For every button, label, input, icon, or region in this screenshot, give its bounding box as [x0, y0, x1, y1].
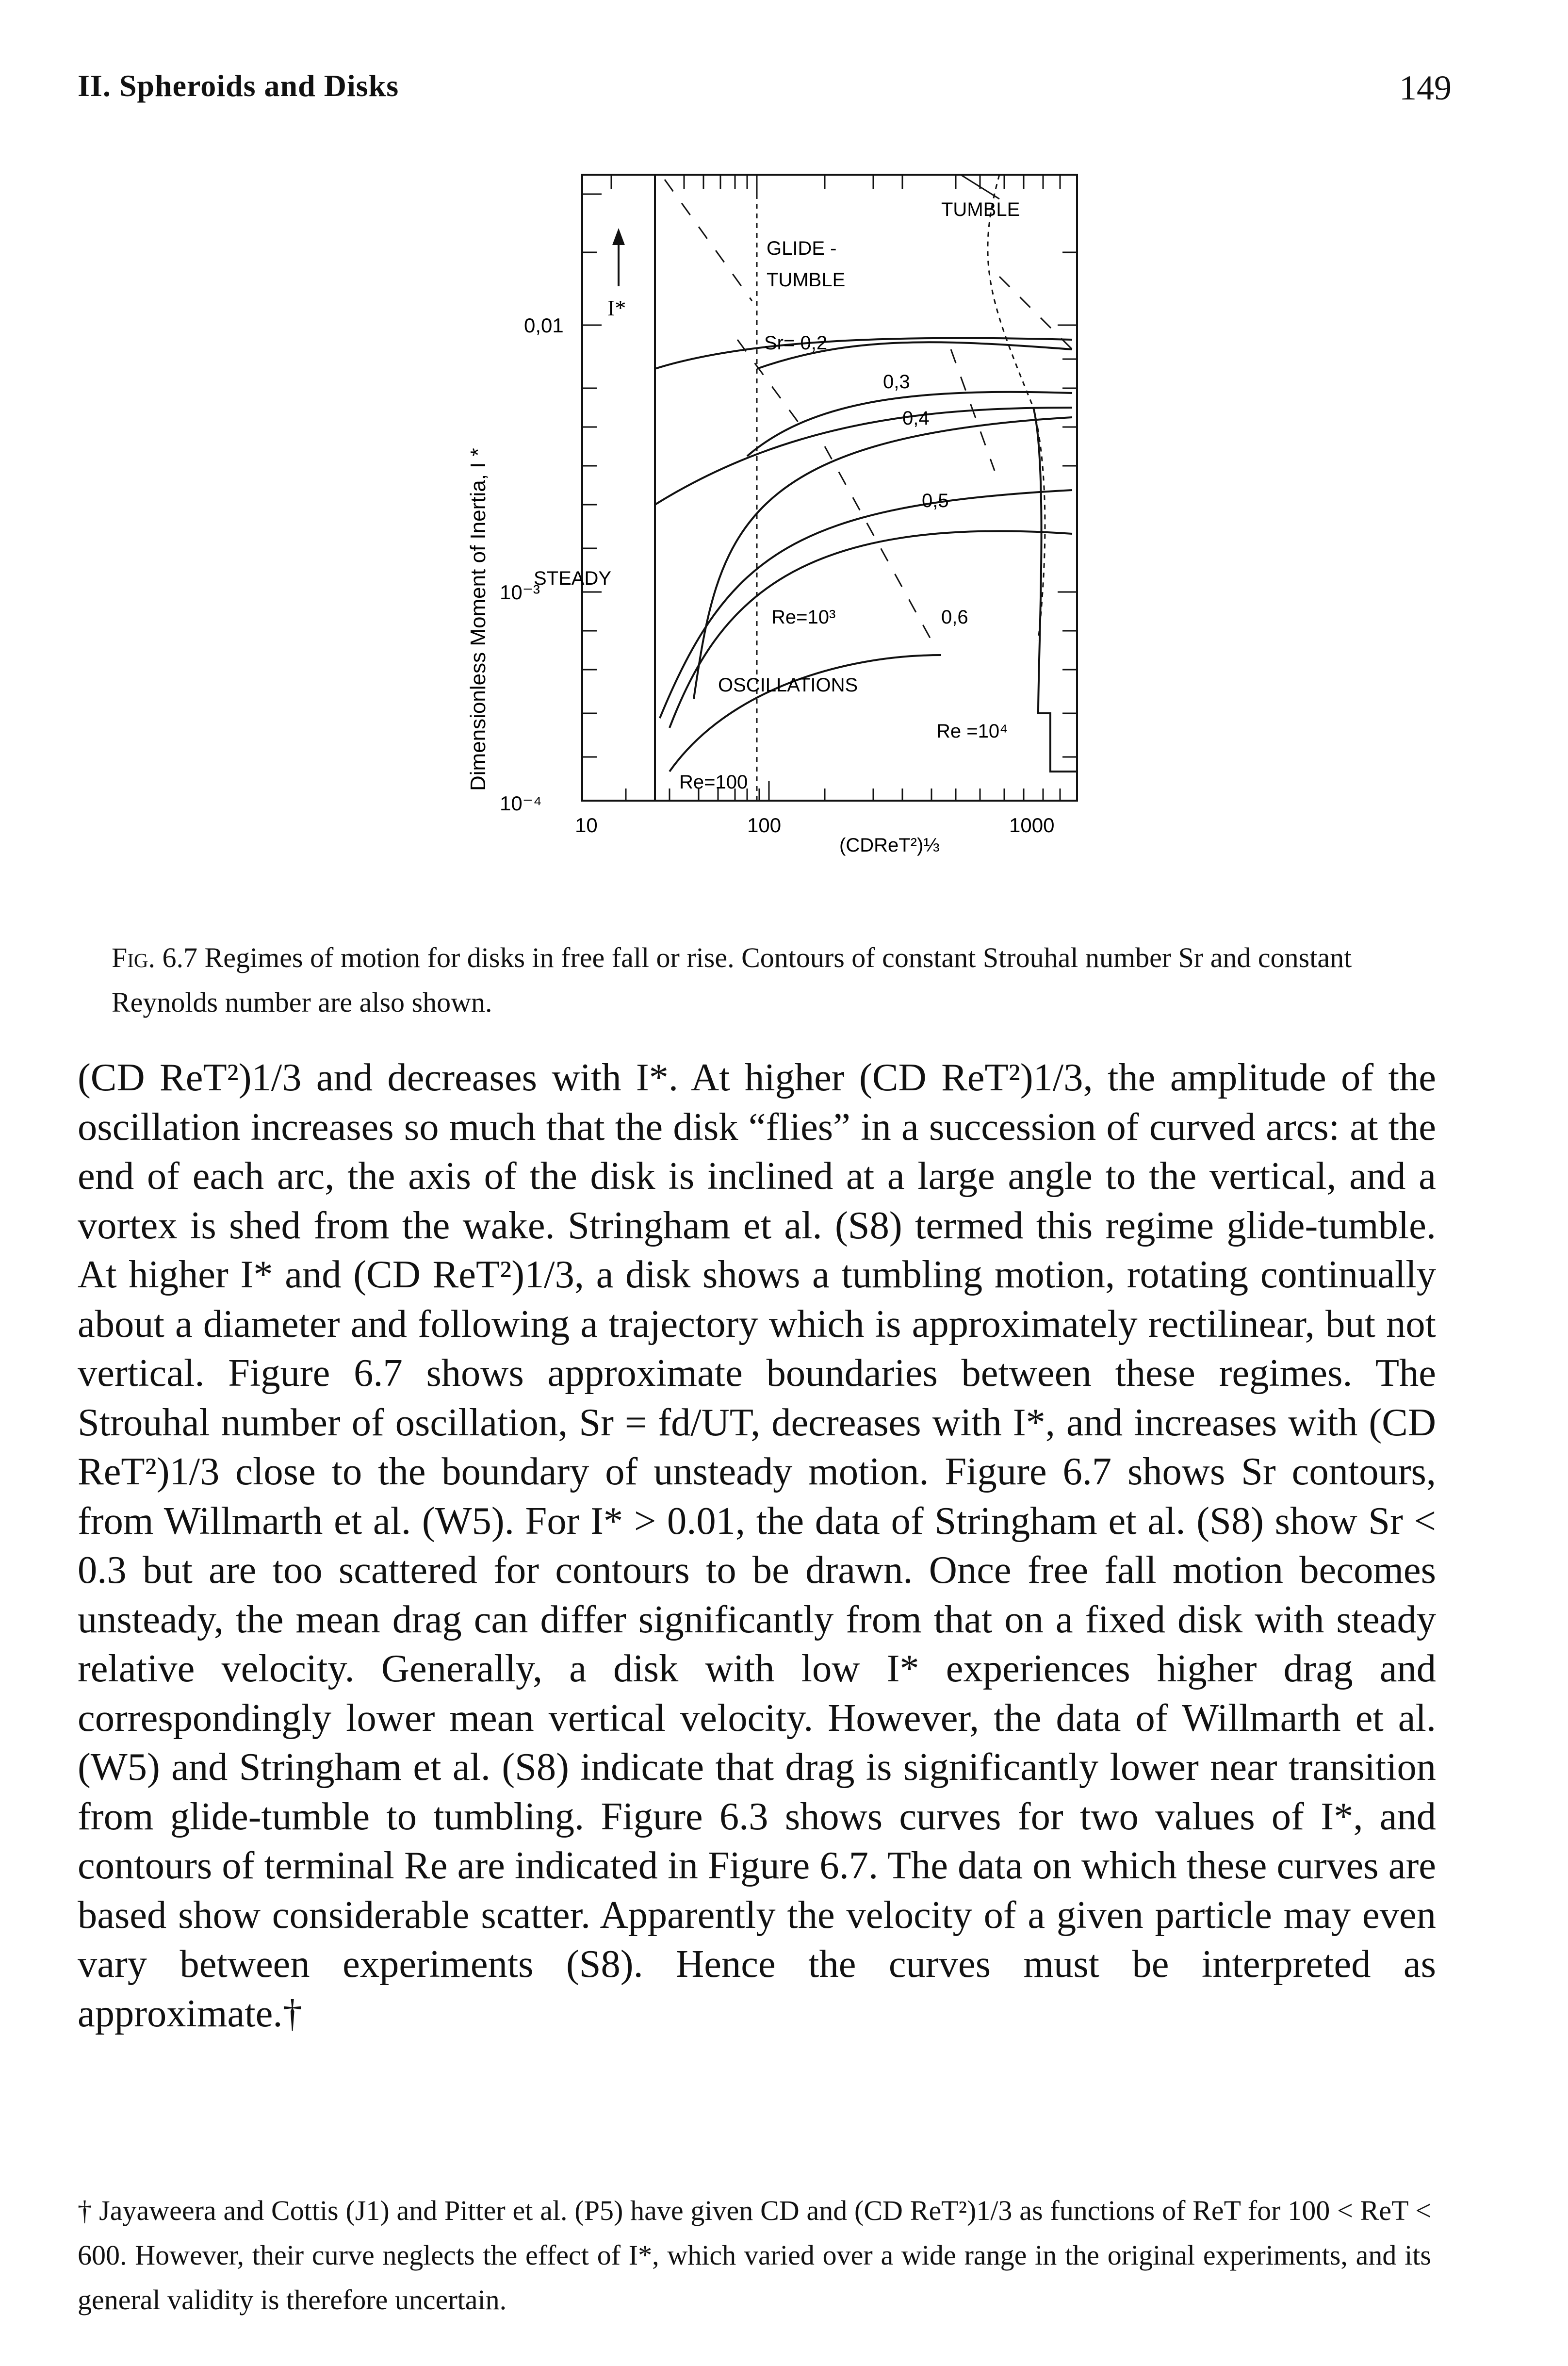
- page-number: 149: [1399, 68, 1452, 107]
- label-re-10000: Re =10⁴: [936, 721, 1008, 742]
- label-re-1000: Re=10³: [771, 607, 835, 628]
- footnote: † Jayaweera and Cottis (J1) and Pitter e…: [78, 2195, 1431, 2316]
- x-tick-1000: 1000: [1009, 814, 1054, 837]
- running-header: II. Spheroids and Disks 149: [78, 68, 1452, 126]
- label-sr-03: 0,3: [883, 371, 910, 393]
- x-axis-title: (CDReT²)⅓: [839, 835, 940, 856]
- plot-frame: [581, 174, 1078, 802]
- y-ticks: [582, 175, 1077, 801]
- body-paragraph: (CD ReT²)1/3 and decreases with I*. At h…: [78, 1056, 1436, 2035]
- figure-caption: Fig. 6.7 Regimes of motion for disks in …: [112, 936, 1441, 1025]
- tumble-boundary: [987, 174, 1046, 641]
- label-tumble: TUMBLE: [941, 199, 1020, 220]
- section-title: II. Spheroids and Disks: [78, 68, 399, 103]
- label-steady: STEADY: [534, 568, 611, 589]
- label-sr-06: 0,6: [941, 607, 968, 628]
- figure-regime-map: I* TUMBLE GLIDE - TUMBLE STEADY OSCILLAT…: [456, 165, 1106, 932]
- body-text: (CD ReT²)1/3 and decreases with I*. At h…: [78, 1053, 1436, 2038]
- label-sr-04: 0,4: [902, 408, 930, 429]
- label-re-100: Re=100: [679, 772, 748, 793]
- y-axis-title: Dimensionless Moment of Inertia, I *: [466, 448, 490, 791]
- re-10000-boundary: [1032, 407, 1077, 772]
- label-oscillations: OSCILLATIONS: [718, 674, 858, 696]
- label-sr-02: Sr= 0,2: [764, 332, 827, 354]
- reynolds-contours: [654, 337, 1073, 772]
- label-glide-tumble-2: TUMBLE: [767, 269, 845, 291]
- label-glide-tumble-1: GLIDE -: [767, 238, 836, 259]
- y-tick-1e-3: 10⁻³: [500, 581, 540, 604]
- caption-text: Regimes of motion for disks in free fall…: [112, 942, 1352, 1018]
- arrow-label: I*: [607, 296, 626, 320]
- y-tick-1e-4: 10⁻⁴: [500, 792, 542, 815]
- y-tick-001: 0,01: [524, 314, 564, 337]
- arrow-up-icon: [612, 228, 625, 245]
- x-tick-10: 10: [575, 814, 598, 837]
- caption-figure-label: Fig. 6.7: [112, 942, 198, 973]
- label-sr-05: 0,5: [922, 490, 949, 511]
- regime-diagram: I* TUMBLE GLIDE - TUMBLE STEADY OSCILLAT…: [466, 174, 1078, 856]
- x-tick-100: 100: [747, 814, 781, 837]
